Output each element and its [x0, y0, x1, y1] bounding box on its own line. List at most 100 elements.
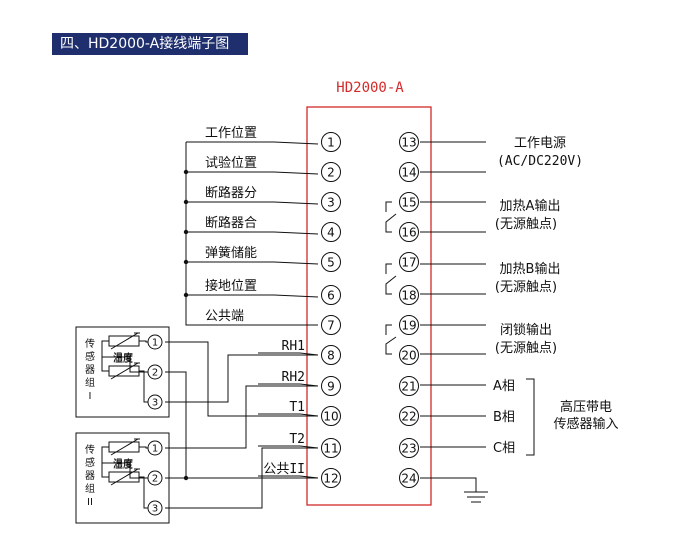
power-spec-label: (AC/DC220V) [497, 154, 583, 169]
sensor-pin-number: 3 [152, 398, 158, 409]
terminal-number: 4 [327, 226, 335, 240]
terminal-number: 10 [323, 410, 338, 424]
terminal-number: 5 [327, 256, 335, 270]
terminal-5 [321, 252, 341, 272]
power-wires [420, 141, 486, 173]
terminal-label: 弹簧储能 [205, 245, 257, 261]
terminal-block [306, 106, 432, 506]
terminal-3 [321, 192, 341, 212]
terminal-21 [399, 376, 419, 396]
terminal-22 [399, 406, 419, 426]
sensor-label: 湿度 [113, 458, 133, 471]
terminal-13 [399, 132, 419, 152]
terminal-number: 20 [401, 349, 416, 363]
phase-b-label: B相 [493, 410, 515, 425]
terminal-number: 17 [401, 256, 416, 270]
terminal-number: 8 [327, 349, 335, 363]
heat-b-sub-label: (无源触点) [495, 280, 557, 295]
variable-resistor-arrow-icon [110, 332, 140, 350]
terminal-label: 断路器合 [205, 215, 257, 231]
terminal-wire [258, 352, 319, 356]
terminal-wire [258, 413, 319, 417]
hv-sensor-label-1: 高压带电 [560, 399, 612, 415]
terminal-16 [399, 222, 419, 242]
terminal-label: T2 [289, 432, 305, 447]
sensor-group-char: 感 [85, 350, 95, 363]
sensor-pin-number: 1 [152, 444, 158, 455]
contact-symbol-b [385, 263, 397, 295]
terminal-label: RH1 [282, 339, 305, 354]
wire-g2p1-rh2 [165, 385, 318, 449]
wire-g1p1-t10 [165, 341, 318, 417]
terminal-number: 12 [323, 472, 338, 486]
terminal-number: 15 [401, 196, 416, 210]
sensor-internal-wiring [101, 340, 148, 403]
terminal-15 [399, 192, 419, 212]
phase-bracket [526, 378, 535, 456]
terminal-number: 3 [327, 196, 335, 210]
terminal-6 [321, 285, 341, 305]
terminal-wire [258, 383, 319, 387]
terminal-wire [200, 261, 319, 265]
terminal-label: 公共端 [205, 309, 244, 324]
terminal-19 [399, 315, 419, 335]
terminal-number: 19 [401, 319, 416, 333]
terminal-label: 试验位置 [205, 155, 257, 171]
power-label: 工作电源 [514, 136, 566, 151]
wire-g2p3-t11 [165, 447, 318, 509]
heat-a-wires [420, 201, 486, 233]
terminal-1 [321, 132, 341, 152]
terminal-11 [321, 438, 341, 458]
contact-symbol-a [385, 201, 397, 233]
terminal-24 [399, 468, 419, 488]
terminal-number: 13 [401, 136, 416, 150]
terminal-20 [399, 345, 419, 365]
sensor-pin-number: 3 [152, 504, 158, 515]
lock-wires [420, 324, 486, 355]
sensor-group-char: 传 [85, 444, 95, 456]
bus-taps [186, 141, 200, 296]
terminal-18 [399, 285, 419, 305]
terminal-label: RH2 [282, 370, 305, 385]
sensor-group-char: 组 [85, 376, 95, 389]
variable-resistor-arrow-icon [110, 438, 140, 456]
terminal-2 [321, 162, 341, 182]
variable-resistor-arrow-icon [110, 362, 140, 380]
terminal-wire [200, 201, 319, 205]
bus-junctions [183, 169, 189, 298]
heat-a-label: 加热A输出 [500, 198, 561, 214]
terminal-wire [258, 475, 319, 479]
terminal-number: 14 [401, 166, 416, 180]
sensor-group-char: 器 [85, 470, 95, 482]
terminal-number: 6 [327, 289, 335, 303]
terminal-wire [200, 171, 319, 175]
left-terminal-column: 1工作位置2试验位置3断路器分4断路器合5弹簧储能6接地位置7公共端8RH19R… [200, 126, 341, 488]
terminal-7 [321, 315, 341, 335]
terminal-number: 7 [327, 319, 335, 333]
sensor-group-char: 组 [85, 482, 95, 495]
terminal-number: 11 [323, 442, 338, 456]
terminal-wire [258, 445, 319, 449]
terminal-label: 断路器分 [205, 185, 257, 201]
terminal-number: 1 [327, 136, 335, 150]
phase-wires [420, 384, 486, 448]
sensor-label: 湿度 [113, 352, 133, 365]
section-banner: 四、HD2000-A接线端子图 [52, 33, 248, 55]
device-title: HD2000-A [336, 80, 404, 96]
terminal-label: 公共II [263, 462, 305, 477]
phase-a-label: A相 [493, 379, 515, 394]
terminal-23 [399, 438, 419, 458]
sensor-pin-number: 2 [152, 474, 158, 485]
lock-sub-label: (无源触点) [495, 341, 557, 356]
sensor-group-char: 器 [85, 364, 95, 376]
sensor-pin-number: 1 [152, 338, 158, 349]
sensor-group-char: 传 [85, 338, 95, 350]
terminal-8 [321, 345, 341, 365]
sensor-group-char: II [87, 497, 93, 508]
terminal-4 [321, 222, 341, 242]
sensor-pin-number: 2 [152, 368, 158, 379]
terminal-14 [399, 162, 419, 182]
